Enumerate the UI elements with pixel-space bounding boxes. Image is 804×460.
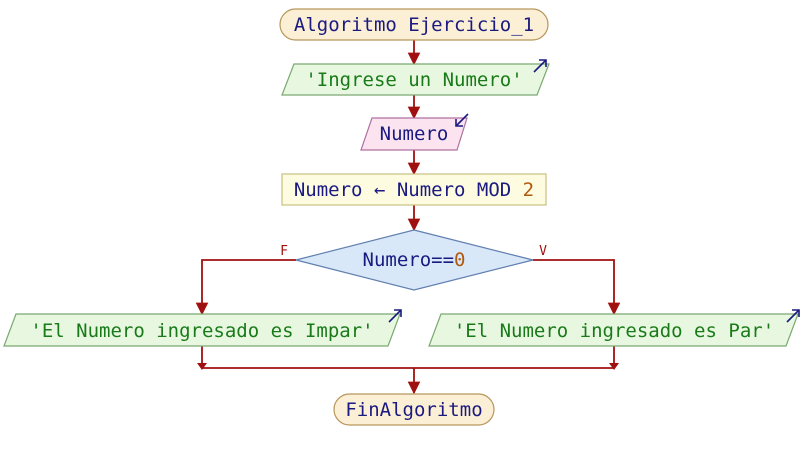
connector-decision-false-branch: [195, 259, 296, 316]
assignment-process: Numero ← Numero MOD 2: [281, 173, 547, 206]
connector-decision-true-branch: [533, 259, 621, 316]
merge-tick-right: [609, 363, 619, 370]
connectors: [195, 40, 621, 395]
input-arrow-icon: [455, 113, 469, 127]
output-false-shape: [3, 313, 401, 347]
input-read-label: Numero: [380, 123, 449, 145]
merge-tick-left: [197, 363, 207, 370]
assignment-process-label: Numero ← Numero MOD 2: [294, 179, 534, 201]
assignment-arrow: ←: [363, 179, 397, 201]
assignment-process-shape: [281, 173, 547, 206]
output-true: 'El Numero ingresado es Par': [428, 309, 800, 347]
assignment-literal: 2: [523, 179, 534, 201]
decision: Numero==0 F V: [280, 229, 547, 291]
start-terminal-shape: [279, 8, 549, 41]
decision-false-label: F: [280, 244, 288, 259]
output-true-shape: [428, 313, 799, 347]
decision-condition: Numero==: [363, 249, 455, 271]
end-terminal-label: FinAlgoritmo: [345, 399, 482, 421]
start-terminal-label: Algoritmo Ejercicio_1: [294, 14, 534, 36]
output-arrow-icon: [533, 59, 547, 73]
input-read: Numero: [360, 113, 469, 151]
output-false-arrow-icon: [388, 309, 402, 323]
start-terminal: Algoritmo Ejercicio_1: [279, 8, 549, 41]
output-true-label: 'El Numero ingresado es Par': [454, 320, 774, 342]
end-terminal-shape: [333, 393, 495, 426]
decision-literal: 0: [454, 249, 465, 271]
output-false-label: 'El Numero ingresado es Impar': [30, 320, 373, 342]
decision-label: Numero==0: [363, 249, 466, 271]
end-terminal: FinAlgoritmo: [333, 393, 495, 426]
output-prompt-label: 'Ingrese un Numero': [305, 69, 522, 91]
assignment-target: Numero: [294, 179, 363, 201]
input-read-shape: [360, 117, 468, 151]
merge-ticks: [197, 363, 619, 370]
output-true-arrow-icon: [786, 309, 800, 323]
output-false: 'El Numero ingresado es Impar': [3, 309, 402, 347]
output-prompt: 'Ingrese un Numero': [281, 59, 550, 96]
decision-shape: [295, 229, 534, 291]
output-prompt-shape: [281, 63, 550, 96]
assignment-expression: Numero MOD: [397, 179, 523, 201]
decision-true-label: V: [539, 244, 547, 259]
